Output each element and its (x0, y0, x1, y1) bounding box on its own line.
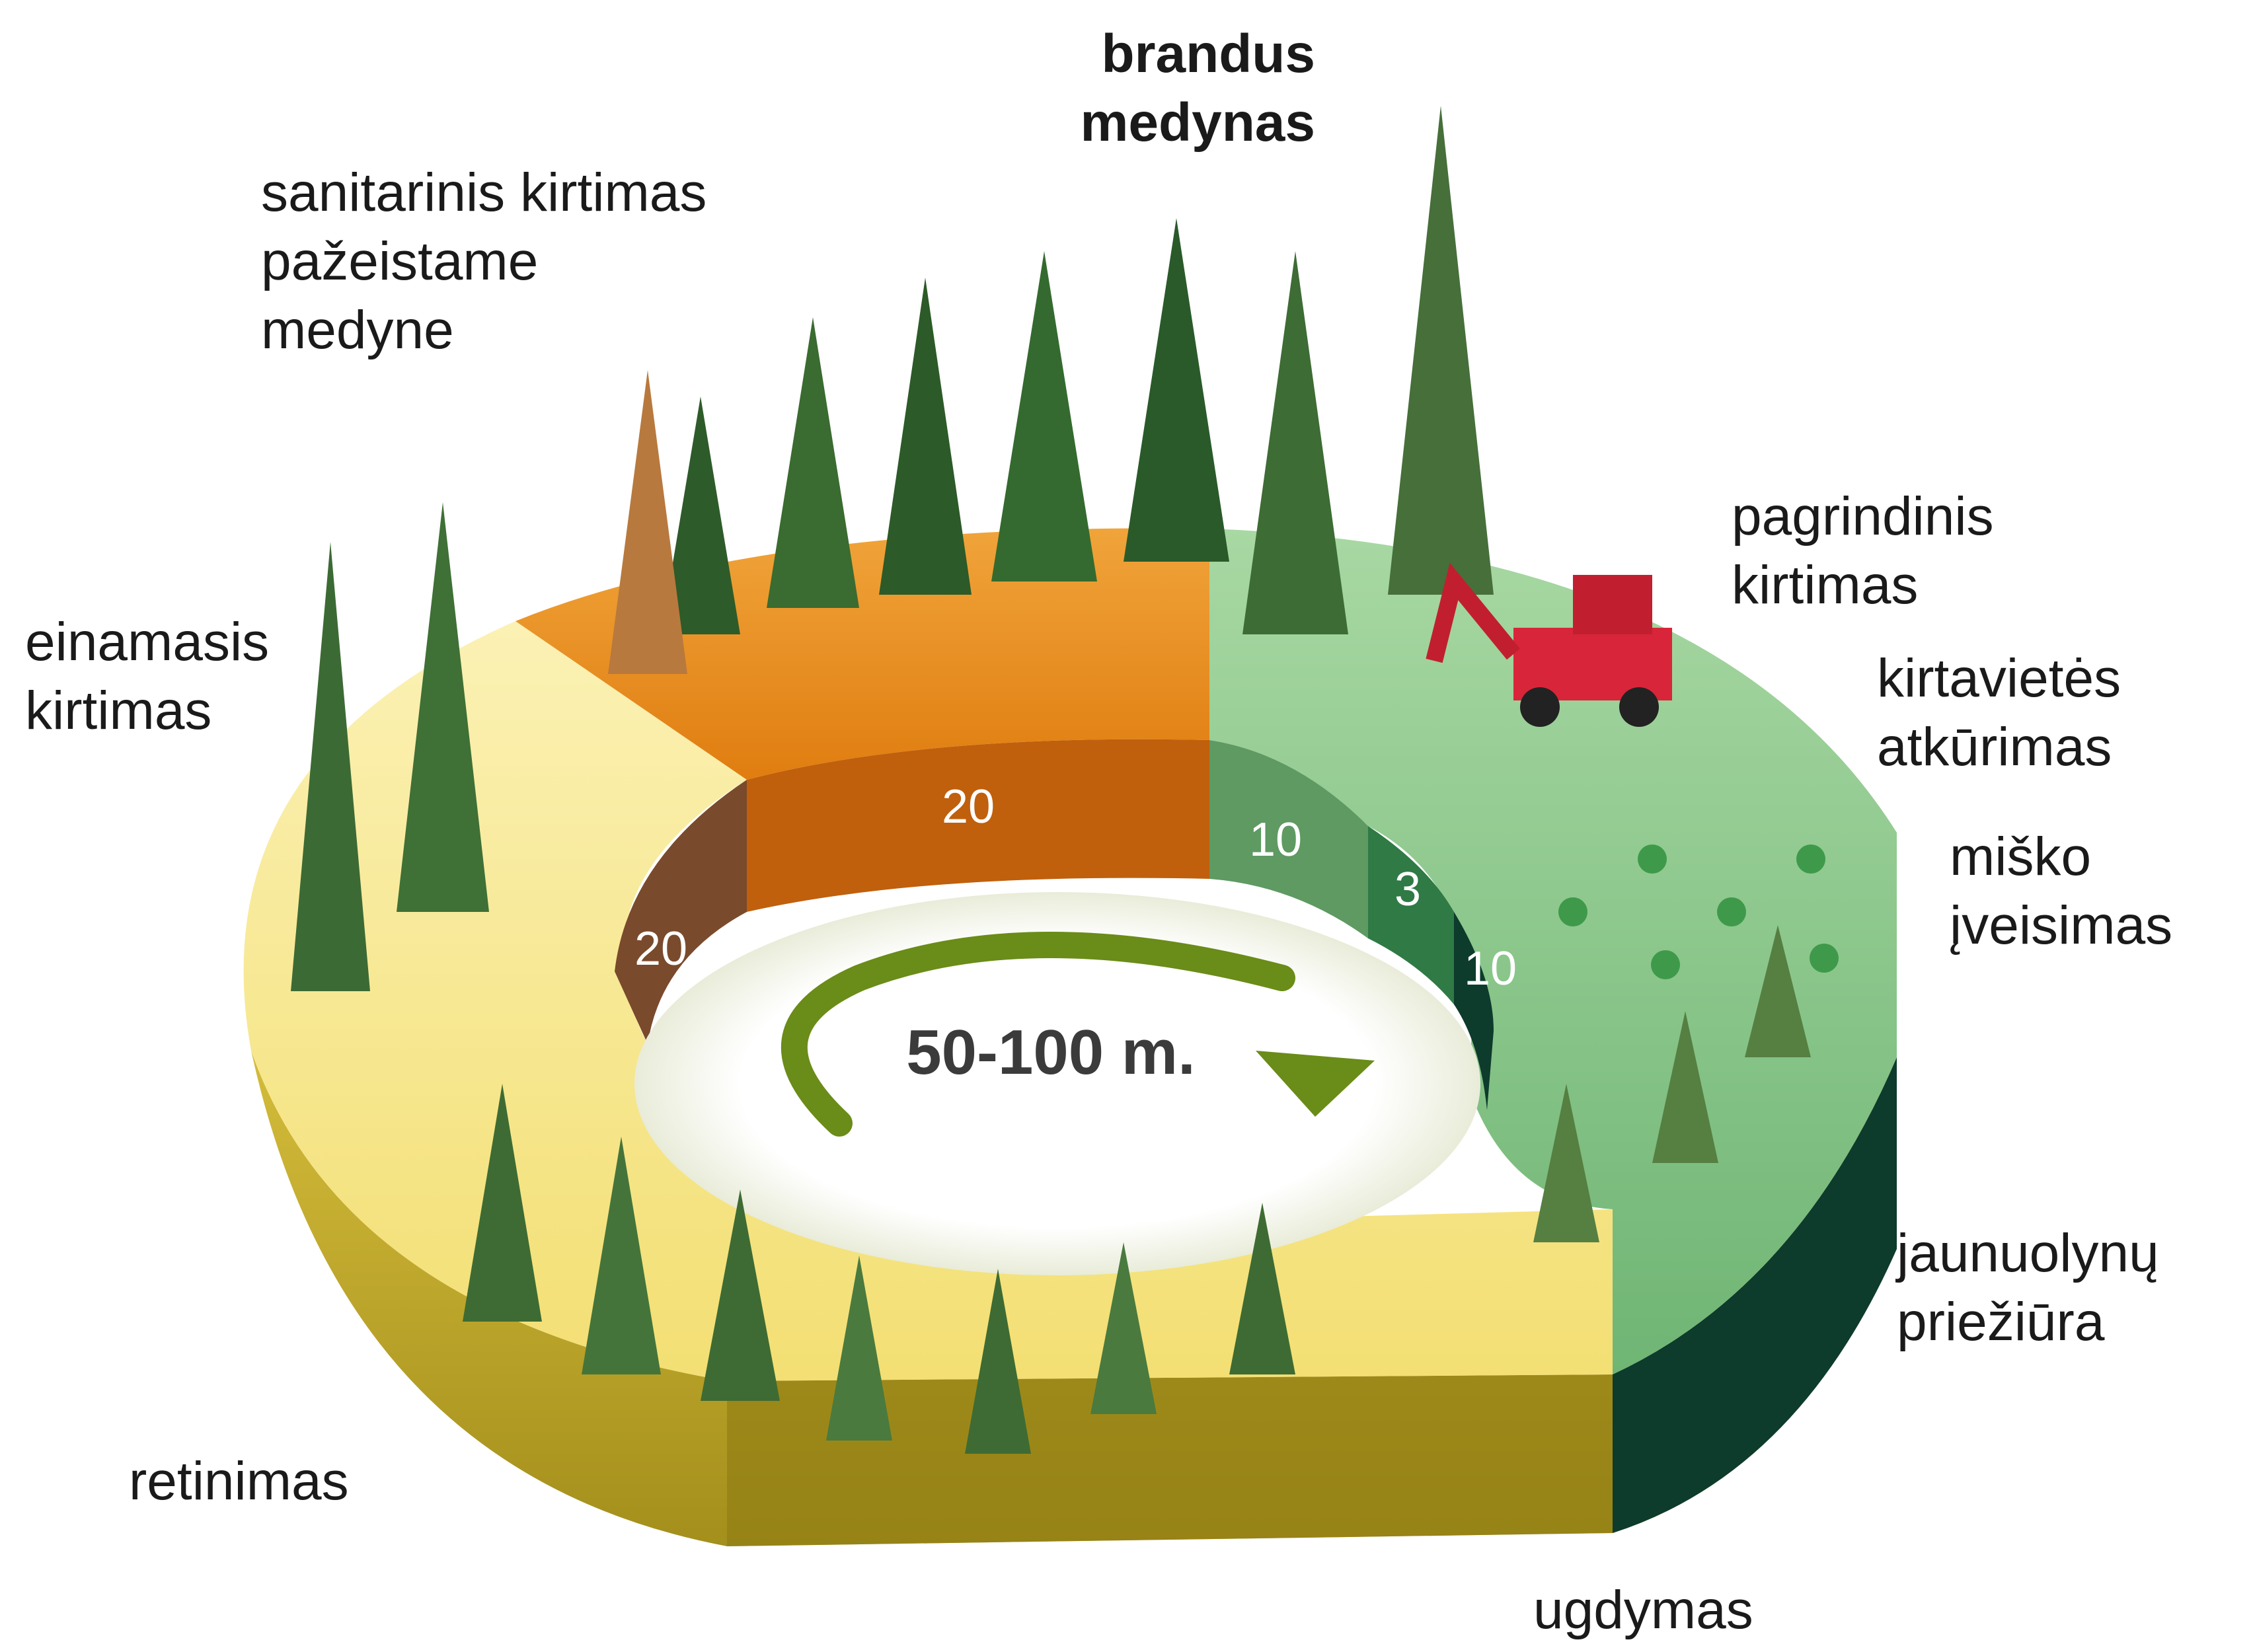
ring-top-yellow (243, 621, 1613, 1381)
inner-segment-light-green (1209, 740, 1368, 938)
label-site-restoration: kirtavietės atkūrimas (1877, 644, 2121, 782)
label-sanitary-cutting-line-3: medyne (261, 300, 454, 360)
inner-segment-orange (747, 739, 1209, 912)
label-sanitary-cutting-line-1: sanitarinis kirtimas (261, 163, 707, 223)
ring-top-green (1209, 529, 1897, 1374)
label-young-stand-care-line-2: priežiūra (1897, 1292, 2105, 1352)
duration-mid-green: 3 (1394, 863, 1421, 916)
label-mature-stand-line-2: medynas (1080, 93, 1315, 153)
cycle-arrow (781, 932, 1295, 1137)
duration-dark-green: 10 (1464, 942, 1517, 995)
label-thinning-text: retinimas (129, 1451, 349, 1511)
inner-segment-mid-green (1368, 826, 1454, 1004)
label-young-stand-care-line-1: jaunuolynų (1897, 1223, 2159, 1283)
inner-segment-dark-green (1454, 912, 1494, 1110)
label-mature-stand: brandus medynas (965, 20, 1315, 157)
ring-side-segment-olive (727, 1374, 1613, 1546)
label-forest-planting-line-2: įveisimas (1950, 895, 2173, 956)
label-site-restoration-line-2: atkūrimas (1877, 717, 2112, 777)
ring-side-dark-green (1613, 1057, 1897, 1533)
cycle-label: 50-100 m. (906, 1017, 1196, 1088)
label-sanitary-cutting: sanitarinis kirtimas pažeistame medyne (261, 159, 706, 365)
duration-light-green: 10 (1249, 813, 1302, 866)
duration-orange: 20 (942, 780, 995, 833)
label-tending: ugdymas (1533, 1576, 1753, 1645)
label-current-cutting-line-1: einamasis (25, 612, 270, 672)
label-young-stand-care: jaunuolynų priežiūra (1897, 1219, 2159, 1357)
tree-row-front (463, 925, 1811, 1454)
label-site-restoration-line-1: kirtavietės (1877, 648, 2121, 708)
label-mature-stand-line-1: brandus (1101, 24, 1315, 84)
label-forest-planting-line-1: miško (1950, 827, 2092, 887)
label-thinning: retinimas (129, 1447, 349, 1516)
label-forest-planting: miško įveisimas (1950, 823, 2172, 960)
label-sanitary-cutting-line-2: pažeistame (261, 231, 539, 291)
inner-segment-brown (615, 780, 747, 1044)
cycle-arrow-head (1256, 1051, 1375, 1117)
excavator-icon (1426, 562, 1672, 727)
seedlings-icon (1558, 845, 1839, 979)
label-current-cutting-line-2: kirtimas (25, 681, 212, 741)
label-current-cutting: einamasis kirtimas (25, 608, 269, 745)
label-final-felling-line-2: kirtimas (1732, 555, 1919, 615)
label-final-felling: pagrindinis kirtimas (1732, 482, 1994, 620)
tree-row-back (291, 106, 1494, 991)
label-tending-text: ugdymas (1533, 1580, 1753, 1640)
label-final-felling-line-1: pagrindinis (1732, 486, 1994, 546)
duration-brown: 20 (634, 922, 687, 975)
